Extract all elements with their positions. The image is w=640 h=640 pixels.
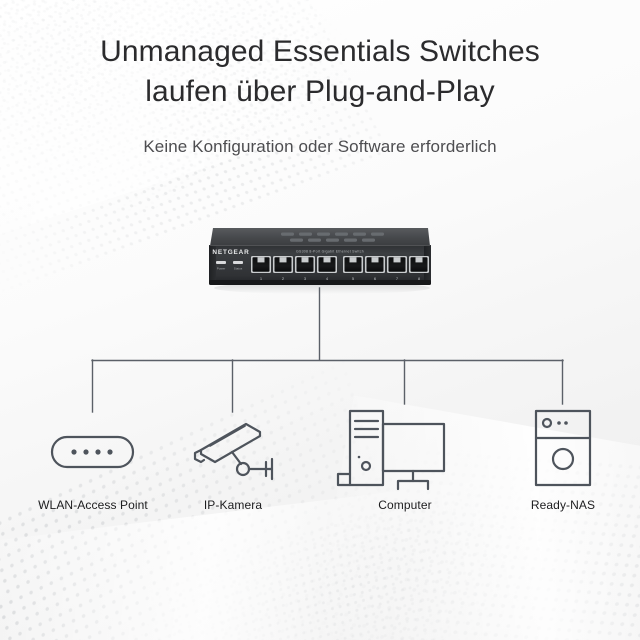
- netgear-switch: NETGEAR GS308 8-Port Gigabit Ethernet Sw…: [209, 228, 431, 294]
- hero-subtitle: Keine Konfiguration oder Software erford…: [143, 137, 497, 156]
- rj45-port: 5: [343, 256, 363, 281]
- switch-model-label: GS308 8-Port Gigabit Ethernet Switch: [296, 250, 364, 254]
- device-label-ready-nas: Ready-NAS: [530, 498, 596, 512]
- rj45-port: 1: [251, 256, 271, 281]
- rj45-port: 4: [317, 256, 337, 281]
- access-point-icon: [50, 435, 135, 469]
- rj45-port: 7: [387, 256, 407, 281]
- device-label-computer: Computer: [378, 498, 432, 512]
- port-number: 3: [304, 277, 306, 281]
- switch-top-highlight: [210, 245, 430, 246]
- switch-left-bevel: [209, 245, 216, 283]
- port-number: 5: [352, 277, 354, 281]
- headline-line-1: Unmanaged Essentials Switches: [100, 35, 540, 68]
- switch-port-bank: 1 2 3 4: [251, 256, 429, 281]
- port-number: 7: [396, 277, 398, 281]
- security-camera-icon: [193, 422, 274, 481]
- switch-bottom-lip: [209, 280, 431, 285]
- connection-lines: [91, 287, 564, 413]
- port-number: 2: [282, 277, 284, 281]
- led-label-power: Power: [217, 267, 226, 271]
- rj45-port: 6: [365, 256, 385, 281]
- device-label-wlan-access-point: WLAN-Access Point: [38, 498, 148, 512]
- hero-text-block: Unmanaged Essentials Switches laufen übe…: [0, 32, 640, 159]
- device-label-ip-camera: IP-Kamera: [203, 498, 263, 512]
- port-number: 8: [418, 277, 420, 281]
- page-title: Unmanaged Essentials Switches laufen übe…: [0, 32, 640, 112]
- port-number: 6: [374, 277, 376, 281]
- rj45-port: 3: [295, 256, 315, 281]
- headline-line-2: laufen über Plug-and-Play: [145, 75, 495, 108]
- led-label-status: Status: [234, 267, 243, 271]
- rj45-port: 2: [273, 256, 293, 281]
- port-number: 4: [326, 277, 328, 281]
- switch-led-indicators: Power Status: [216, 261, 243, 271]
- desktop-computer-icon: [336, 409, 446, 491]
- nas-storage-icon: [534, 409, 592, 487]
- switch-top-surface: [210, 228, 430, 246]
- port-number: 1: [260, 277, 262, 281]
- netgear-wordmark: NETGEAR: [212, 249, 249, 256]
- rj45-port: 8: [409, 256, 429, 281]
